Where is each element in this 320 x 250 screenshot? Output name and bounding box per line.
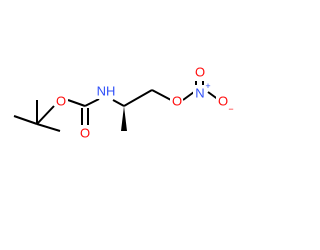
- bond-methyl-left: [13, 115, 38, 125]
- atom-o-nitro-top: O: [195, 65, 205, 80]
- bonds: [13, 81, 220, 132]
- charge-o-nitro-right: −: [228, 104, 233, 114]
- bond-n-stereocenter: [112, 99, 125, 107]
- bond-o-carbonyl-c: [67, 99, 86, 107]
- bond-ch2-o: [151, 89, 172, 101]
- bond-o-n-nitro: [182, 91, 195, 101]
- atom-n-amide: NH: [97, 84, 116, 99]
- charge-n-nitro: +: [205, 81, 210, 91]
- bond-stereocenter-ch2: [123, 89, 153, 107]
- atom-labels: O O NH O N + O O −: [55, 64, 234, 141]
- atom-o-nitro-right: O: [218, 94, 228, 109]
- atom-o-carbonyl: O: [80, 126, 90, 141]
- molecule-canvas: O O NH O N + O O −: [13, 64, 234, 141]
- atom-n-nitro: N: [195, 86, 204, 101]
- bond-quaternary-c-o: [36, 105, 55, 125]
- bond-methyl-bottom: [36, 123, 61, 132]
- atom-o-ester: O: [56, 94, 66, 109]
- structure-diagram: O O NH O N + O O −: [13, 64, 234, 141]
- atom-o-nitrate: O: [172, 94, 182, 109]
- wedge-bond-methyl: [121, 106, 127, 131]
- bond-carbonyl-c-n: [84, 98, 100, 107]
